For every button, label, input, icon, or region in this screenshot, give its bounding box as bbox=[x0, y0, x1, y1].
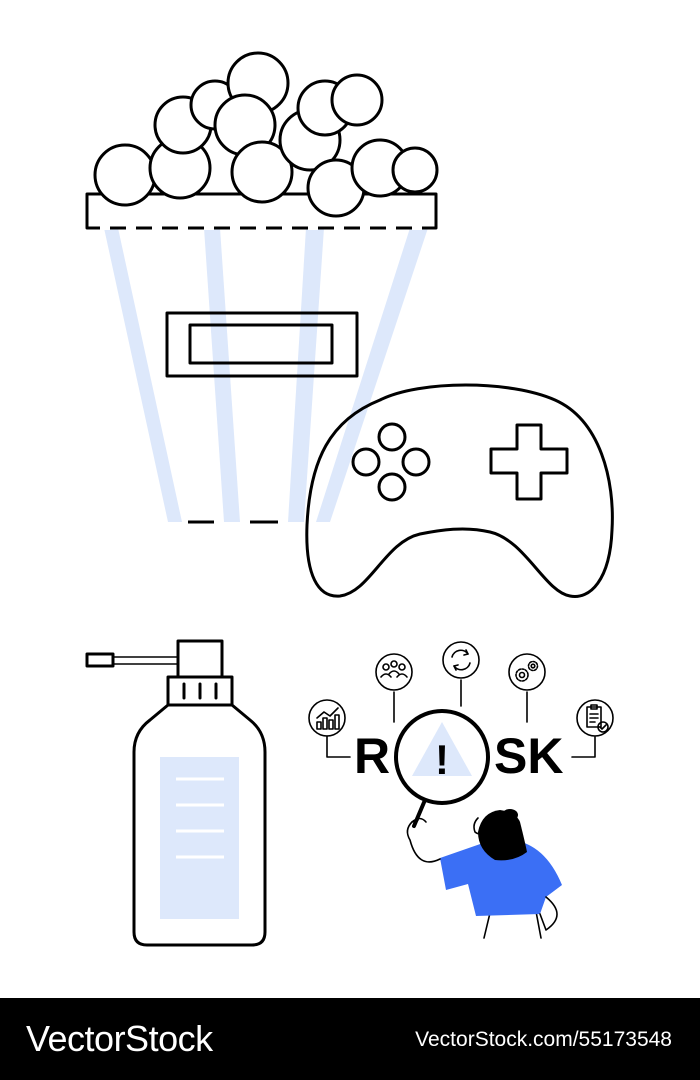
game-controller-icon bbox=[305, 383, 614, 598]
risk-analysis-illustration: R SK ! bbox=[308, 641, 614, 939]
footer-bar: VectorStock VectorStock.com/55173548 bbox=[0, 998, 700, 1080]
spray-bottle-icon bbox=[85, 639, 267, 947]
person-figure bbox=[406, 809, 562, 939]
risk-letter-r: R bbox=[354, 728, 390, 784]
chart-icon bbox=[308, 699, 346, 737]
team-icon bbox=[375, 653, 413, 691]
risk-letters-sk: SK bbox=[494, 728, 563, 784]
magnifying-glass-icon: ! bbox=[394, 709, 490, 828]
popcorn-bucket-icon bbox=[85, 51, 439, 524]
refresh-icon bbox=[442, 641, 480, 679]
image-id-label: VectorStock.com/55173548 bbox=[415, 1028, 672, 1051]
checklist-icon bbox=[576, 699, 614, 737]
gears-icon bbox=[508, 653, 546, 691]
brand-logo[interactable]: VectorStock bbox=[26, 1018, 213, 1059]
alert-exclamation: ! bbox=[435, 736, 449, 783]
